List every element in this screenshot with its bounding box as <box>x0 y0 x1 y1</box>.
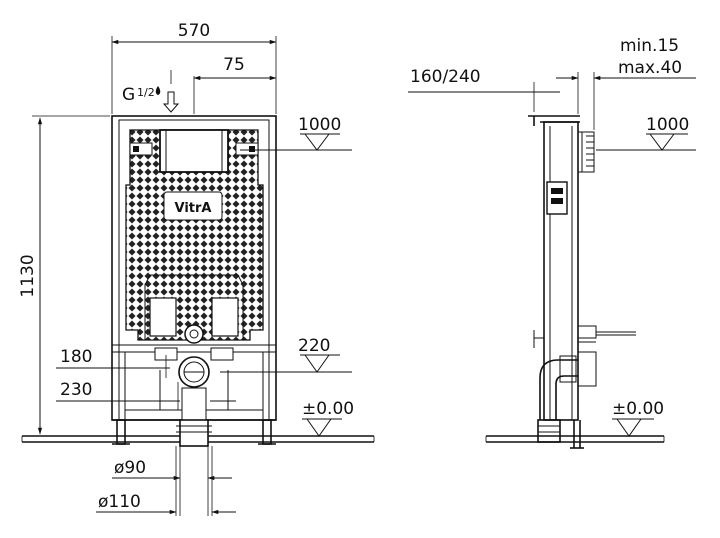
side-level-zero-label: ±0.00 <box>612 399 664 419</box>
dim-180-label: 180 <box>60 347 92 367</box>
dim-570: 570 <box>111 21 277 114</box>
dim-max-label: max.40 <box>618 58 682 78</box>
dim-min-label: min.15 <box>620 36 679 56</box>
cistern-tank <box>125 129 264 344</box>
dim-1130: 1130 <box>18 115 110 435</box>
side-frame <box>528 115 636 449</box>
dim-dia-110: ø110 <box>96 446 236 516</box>
side-level-1000-label: 1000 <box>646 115 689 135</box>
side-floor-line <box>485 435 665 443</box>
side-level-zero-marker: ±0.00 <box>612 399 664 437</box>
inlet-G-label: G <box>122 85 135 105</box>
side-view: 160/240 min.15 max.40 1000 ±0.00 <box>408 36 696 449</box>
dim-570-label: 570 <box>178 21 210 41</box>
dim-dia-90: ø90 <box>112 446 232 516</box>
front-view: VitrA G 1/2 570 <box>18 21 375 516</box>
water-drop-icon <box>155 86 161 95</box>
flush-plate-opening <box>129 129 259 173</box>
brand-logo-text: VitrA <box>175 201 212 216</box>
dim-230: 230 <box>56 380 236 410</box>
dim-1130-label: 1130 <box>18 254 38 297</box>
inlet-fraction-label: 1/2 <box>137 86 155 99</box>
brand-logo: VitrA <box>163 191 223 221</box>
dim-160-240-label: 160/240 <box>410 67 481 87</box>
level-220-marker: 220 <box>220 336 352 373</box>
dim-dia-90-label: ø90 <box>114 458 146 478</box>
level-1000-label: 1000 <box>298 115 341 135</box>
dim-180: 180 <box>56 347 170 378</box>
dim-min-max: min.15 max.40 <box>556 36 696 130</box>
front-level-zero-label: ±0.00 <box>302 399 354 419</box>
dim-75: 75 <box>193 55 277 114</box>
dim-160-240: 160/240 <box>408 67 560 112</box>
side-level-1000-marker: 1000 <box>596 115 696 151</box>
front-level-zero-marker: ±0.00 <box>302 399 354 437</box>
level-1000-marker: 1000 <box>240 115 352 151</box>
dim-75-label: 75 <box>223 55 245 75</box>
drain-fittings <box>154 347 234 447</box>
water-inlet-label: G 1/2 <box>122 70 180 113</box>
dim-dia-110-label: ø110 <box>98 492 141 512</box>
down-arrow-icon <box>162 91 180 113</box>
level-220-label: 220 <box>298 336 330 356</box>
dim-230-label: 230 <box>60 380 92 400</box>
